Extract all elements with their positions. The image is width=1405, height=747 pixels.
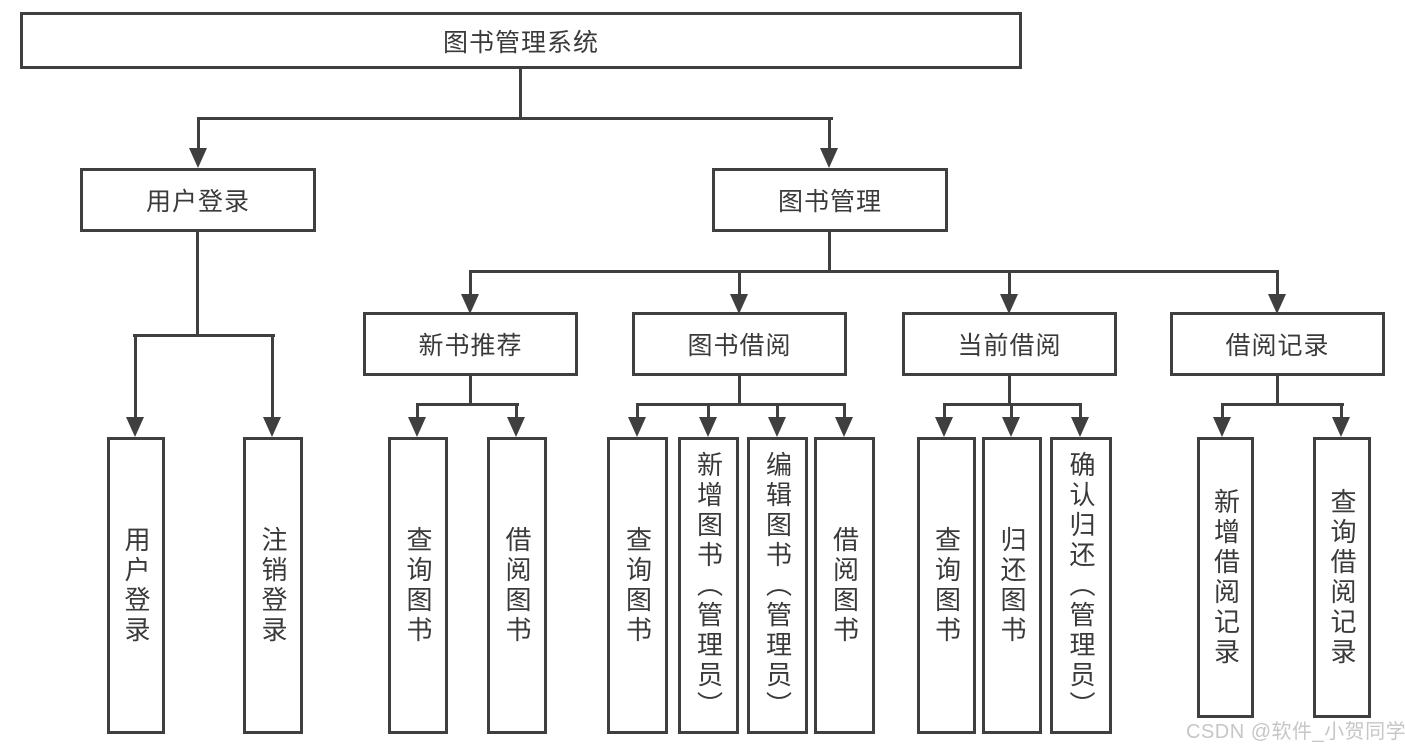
connector-line: [738, 374, 741, 406]
node-label: 图书管理系统: [442, 28, 599, 57]
node-label: 用户登录: [121, 525, 151, 646]
leaf-search-book-borrowing: 查询图书: [607, 437, 668, 734]
arrow-down: [1000, 270, 1019, 314]
arrow-down: [935, 403, 954, 437]
node-label: 新书推荐: [418, 332, 523, 360]
connector-line: [416, 403, 519, 406]
arrow-down: [189, 117, 208, 168]
connector-line: [196, 230, 199, 337]
node-label: 借阅图书: [502, 525, 532, 646]
connector-line: [1222, 403, 1344, 406]
arrow-down: [1002, 403, 1021, 437]
leaf-return-book: 归还图书: [982, 437, 1042, 734]
node-book-borrowing: 图书借阅: [632, 312, 847, 376]
node-label: 归还图书: [997, 525, 1027, 646]
leaf-user-login: 用户登录: [107, 437, 165, 734]
leaf-confirm-return-admin: 确认归还（管理员）: [1050, 437, 1112, 734]
watermark-text: CSDN @软件_小贺同学: [1186, 721, 1405, 743]
leaf-search-book-recommend: 查询图书: [388, 437, 448, 734]
node-user-login: 用户登录: [80, 168, 316, 232]
node-book-management: 图书管理: [712, 168, 948, 232]
node-label: 查询图书: [622, 525, 653, 646]
arrow-down: [461, 270, 480, 314]
leaf-borrow-book-recommend: 借阅图书: [487, 437, 547, 734]
arrow-down: [835, 403, 854, 437]
node-label: 借阅记录: [1225, 332, 1330, 360]
connector-line: [1276, 374, 1279, 406]
arrow-down: [1332, 403, 1351, 437]
arrow-down: [628, 403, 647, 437]
arrow-down: [263, 334, 282, 437]
node-label: 编辑图书（管理员）: [762, 450, 793, 721]
leaf-search-book-current: 查询图书: [917, 437, 976, 734]
node-label: 查询借阅记录: [1327, 487, 1357, 668]
node-label: 确认归还（管理员）: [1066, 450, 1096, 721]
node-label: 注销登录: [258, 525, 288, 646]
arrow-down: [768, 403, 787, 437]
arrow-down: [730, 270, 749, 314]
node-label: 图书借阅: [687, 332, 792, 360]
node-label: 查询图书: [403, 525, 433, 646]
node-borrowing-records: 借阅记录: [1170, 312, 1385, 376]
connector-line: [1008, 374, 1011, 406]
arrow-down: [1268, 270, 1287, 314]
node-label: 新增图书（管理员）: [693, 450, 724, 721]
leaf-borrow-book-borrowing: 借阅图书: [814, 437, 875, 734]
node-label: 用户登录: [145, 188, 250, 216]
arrow-down: [820, 117, 839, 168]
node-label: 图书管理: [777, 188, 882, 216]
connector-line: [519, 66, 522, 120]
connector-line: [944, 403, 1082, 406]
arrow-down: [1071, 403, 1090, 437]
connector-line: [828, 230, 831, 273]
leaf-logout: 注销登录: [243, 437, 303, 734]
arrow-down: [699, 403, 718, 437]
leaf-add-book-admin: 新增图书（管理员）: [678, 437, 739, 734]
node-label: 新增借阅记录: [1210, 487, 1241, 668]
node-label: 借阅图书: [829, 525, 860, 646]
arrow-down: [1213, 403, 1232, 437]
connector-line: [133, 334, 275, 337]
connector-line: [469, 270, 1279, 273]
leaf-edit-book-admin: 编辑图书（管理员）: [747, 437, 808, 734]
node-library-system: 图书管理系统: [20, 12, 1022, 69]
leaf-search-borrow-record: 查询借阅记录: [1313, 437, 1371, 718]
connector-line: [197, 117, 833, 120]
arrow-down: [507, 403, 526, 437]
node-new-book-recommend: 新书推荐: [363, 312, 578, 376]
node-current-borrowing: 当前借阅: [902, 312, 1117, 376]
arrow-down: [126, 334, 145, 437]
leaf-add-borrow-record: 新增借阅记录: [1197, 437, 1254, 718]
node-label: 当前借阅: [957, 332, 1062, 360]
node-label: 查询图书: [931, 525, 962, 646]
arrow-down: [408, 403, 427, 437]
connector-line: [636, 403, 845, 406]
connector-line: [469, 374, 472, 406]
